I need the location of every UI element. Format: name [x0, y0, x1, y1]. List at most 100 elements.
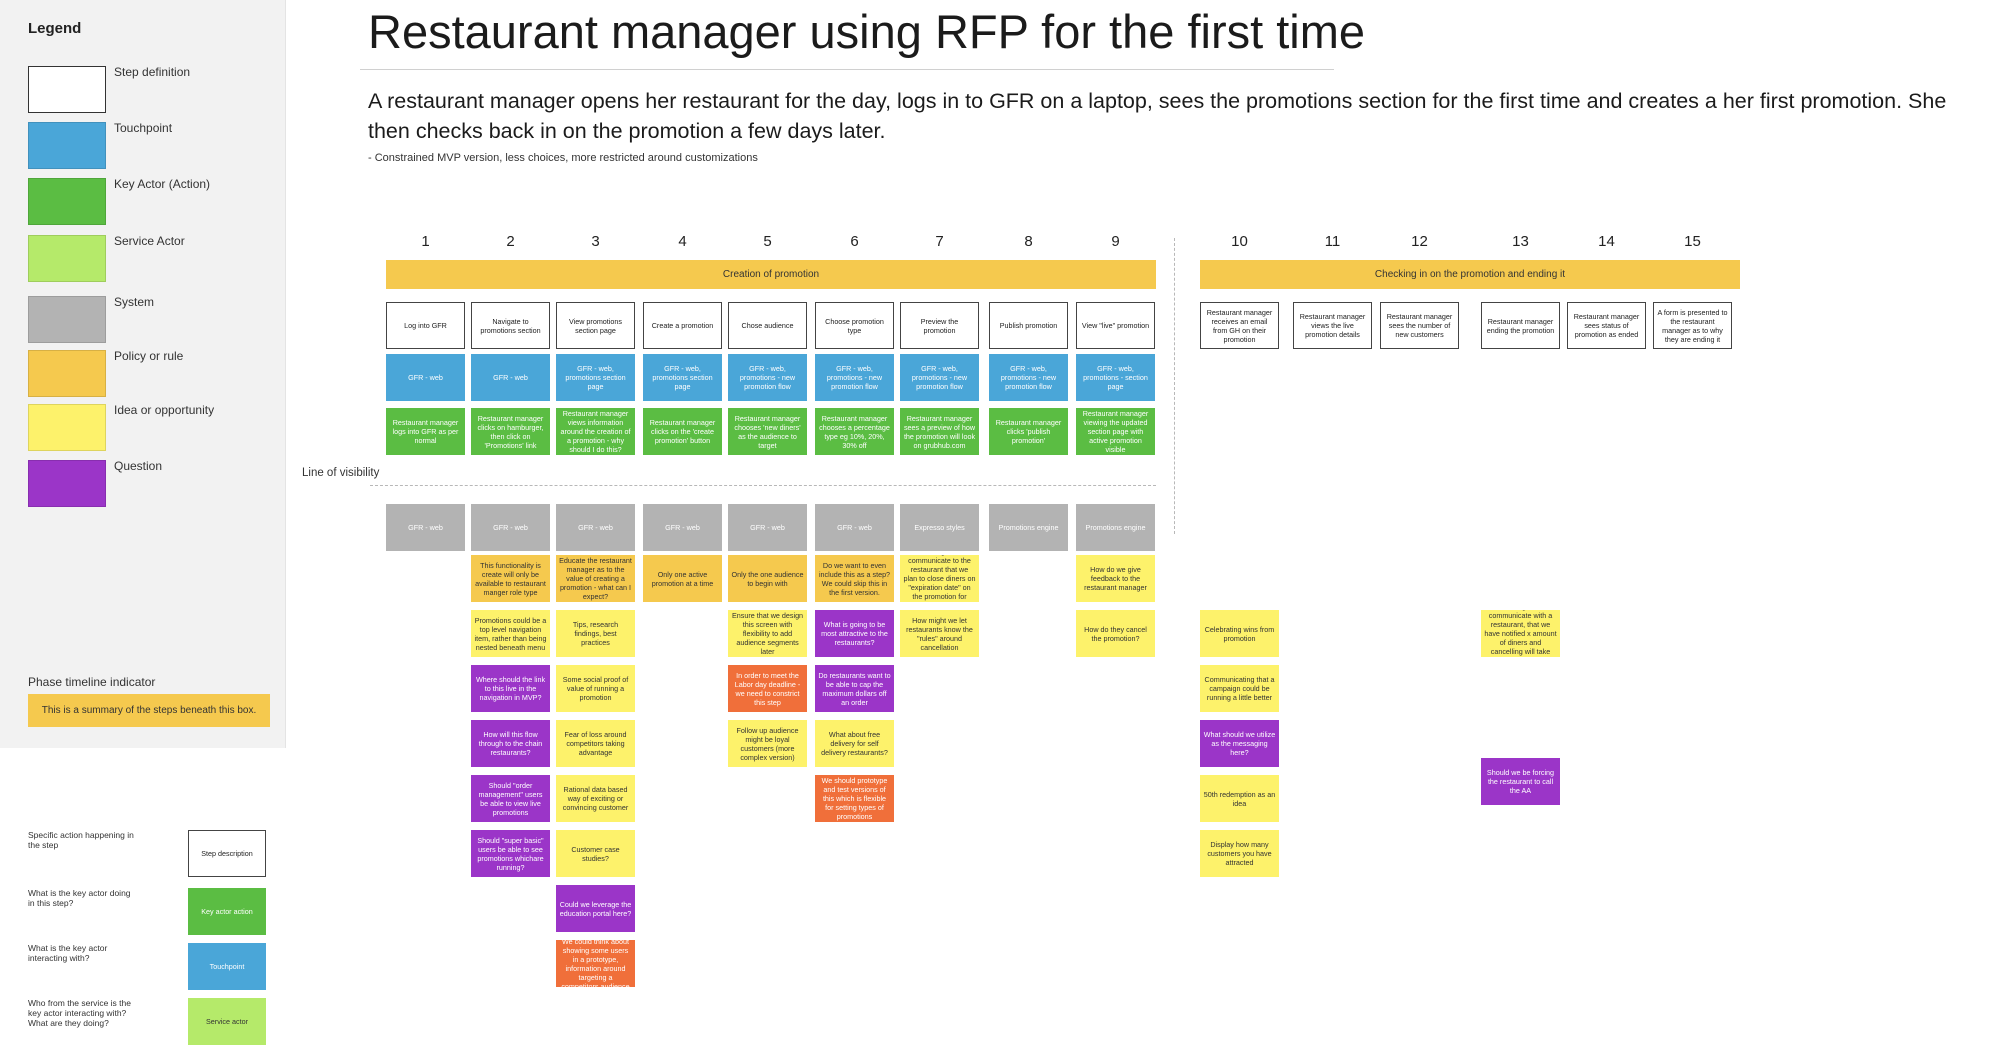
- system-card: Expresso styles: [900, 504, 979, 551]
- policy-card: This functionality is create will only b…: [471, 555, 550, 602]
- system-card: Promotions engine: [989, 504, 1068, 551]
- question-card: How will this flow through to the chain …: [471, 720, 550, 767]
- legend-swatch: [28, 66, 106, 113]
- system-card: GFR - web: [728, 504, 807, 551]
- key-actor-card: Restaurant manager clicks on the 'create…: [643, 408, 722, 455]
- step-definition-card: View promotions section page: [556, 302, 635, 349]
- system-card: GFR - web: [471, 504, 550, 551]
- touchpoint-card: GFR - web, promotions - new promotion fl…: [900, 354, 979, 401]
- key-card: Step description: [188, 830, 266, 877]
- idea-card: Ensure that we design this screen with f…: [728, 610, 807, 657]
- step-number: 7: [935, 233, 944, 250]
- idea-card: How might we communicate to the restaura…: [900, 555, 979, 602]
- key-question: What is the key actor doing in this step…: [28, 888, 131, 908]
- touchpoint-card: GFR - web, promotions - section page: [1076, 354, 1155, 401]
- legend-swatch: [28, 178, 106, 225]
- opportunity-card: We should prototype and test versions of…: [815, 775, 894, 822]
- question-card: Where should the link to this live in th…: [471, 665, 550, 712]
- phase-bar-creation: Creation of promotion: [386, 260, 1156, 289]
- legend-label: Step definition: [114, 65, 191, 79]
- opportunity-card: In order to meet the Labor day deadline …: [728, 665, 807, 712]
- scenario-note: - Constrained MVP version, less choices,…: [368, 152, 758, 164]
- line-of-visibility-divider: [370, 485, 1156, 486]
- question-card: Could we leverage the education portal h…: [556, 885, 635, 932]
- step-number: 9: [1111, 233, 1120, 250]
- step-number: 11: [1324, 233, 1341, 250]
- key-actor-card: Restaurant manager views information aro…: [556, 408, 635, 455]
- step-definition-card: Restaurant manager ending the promotion: [1481, 302, 1560, 349]
- idea-card: Follow up audience might be loyal custom…: [728, 720, 807, 767]
- line-of-visibility-label: Line of visibility: [302, 467, 380, 479]
- step-number: 13: [1512, 233, 1529, 250]
- key-actor-card: Restaurant manager viewing the updated s…: [1076, 408, 1155, 455]
- key-actor-card: Restaurant manager chooses 'new diners' …: [728, 408, 807, 455]
- policy-card: Do we want to even include this as a ste…: [815, 555, 894, 602]
- step-number: 4: [678, 233, 687, 250]
- key-card: Key actor action: [188, 888, 266, 935]
- key-question: Specific action happening in the step: [28, 830, 134, 850]
- idea-card: How do we give feedback to the restauran…: [1076, 555, 1155, 602]
- step-number: 2: [506, 233, 515, 250]
- legend-label: Idea or opportunity: [114, 403, 215, 417]
- phase-indicator-example: This is a summary of the steps beneath t…: [28, 694, 270, 727]
- idea-card: Fear of loss around competitors taking a…: [556, 720, 635, 767]
- step-definition-card: A form is presented to the restaurant ma…: [1653, 302, 1732, 349]
- key-actor-card: Restaurant manager clicks 'publish promo…: [989, 408, 1068, 455]
- scenario-description: A restaurant manager opens her restauran…: [368, 89, 1947, 143]
- system-card: GFR - web: [386, 504, 465, 551]
- legend-swatch: [28, 404, 106, 451]
- legend-label: Service Actor: [114, 234, 185, 248]
- idea-card: Tips, research findings, best practices: [556, 610, 635, 657]
- key-actor-card: Restaurant manager logs into GFR as per …: [386, 408, 465, 455]
- legend-label: Policy or rule: [114, 349, 184, 363]
- idea-card: Promotions could be a top level navigati…: [471, 610, 550, 657]
- step-definition-card: View "live" promotion: [1076, 302, 1155, 349]
- touchpoint-card: GFR - web, promotions section page: [643, 354, 722, 401]
- legend-swatch: [28, 235, 106, 282]
- touchpoint-card: GFR - web: [386, 354, 465, 401]
- phase-indicator-label: Phase timeline indicator: [28, 675, 156, 689]
- step-definition-card: Restaurant manager sees status of promot…: [1567, 302, 1646, 349]
- step-number: 15: [1684, 233, 1701, 250]
- step-number: 3: [591, 233, 600, 250]
- system-card: GFR - web: [643, 504, 722, 551]
- step-number: 10: [1231, 233, 1248, 250]
- key-card: Touchpoint: [188, 943, 266, 990]
- page-title: Restaurant manager using RFP for the fir…: [368, 5, 1366, 58]
- key-actor-card: Restaurant manager sees a preview of how…: [900, 408, 979, 455]
- key-card: Service actor: [188, 998, 266, 1045]
- title-divider: [360, 69, 1334, 70]
- question-card: Should we be forcing the restaurant to c…: [1481, 758, 1560, 805]
- touchpoint-card: GFR - web: [471, 354, 550, 401]
- step-number: 6: [850, 233, 859, 250]
- touchpoint-card: GFR - web, promotions - new promotion fl…: [815, 354, 894, 401]
- question-card: What is going to be most attractive to t…: [815, 610, 894, 657]
- legend-label: System: [114, 295, 155, 309]
- idea-card: How do they cancel the promotion?: [1076, 610, 1155, 657]
- question-card: Should "super basic" users be able to se…: [471, 830, 550, 877]
- key-question: Who from the service is the key actor in…: [28, 998, 131, 1028]
- question-card: Do restaurants want to be able to cap th…: [815, 665, 894, 712]
- touchpoint-card: GFR - web, promotions - new promotion fl…: [989, 354, 1068, 401]
- question-card: What should we utilize as the messaging …: [1200, 720, 1279, 767]
- policy-card: Only the one audience to begin with: [728, 555, 807, 602]
- legend-swatch: [28, 296, 106, 343]
- policy-card: Educate the restaurant manager as to the…: [556, 555, 635, 602]
- step-definition-card: Preview the promotion: [900, 302, 979, 349]
- step-number: 14: [1598, 233, 1615, 250]
- idea-card: How might we let restaurants know the "r…: [900, 610, 979, 657]
- legend-label: Key Actor (Action): [114, 177, 211, 191]
- step-number: 8: [1024, 233, 1033, 250]
- step-definition-card: Navigate to promotions section: [471, 302, 550, 349]
- legend-title: Legend: [28, 20, 82, 37]
- system-card: Promotions engine: [1076, 504, 1155, 551]
- step-number: 12: [1411, 233, 1428, 250]
- idea-card: How might we communicate with a restaura…: [1481, 610, 1560, 657]
- legend-label: Touchpoint: [114, 121, 173, 135]
- policy-card: Only one active promotion at a time: [643, 555, 722, 602]
- idea-card: Celebrating wins from promotion: [1200, 610, 1279, 657]
- step-definition-card: Restaurant manager receives an email fro…: [1200, 302, 1279, 349]
- step-definition-card: Publish promotion: [989, 302, 1068, 349]
- step-definition-card: Chose audience: [728, 302, 807, 349]
- key-question: What is the key actor interacting with?: [28, 943, 108, 963]
